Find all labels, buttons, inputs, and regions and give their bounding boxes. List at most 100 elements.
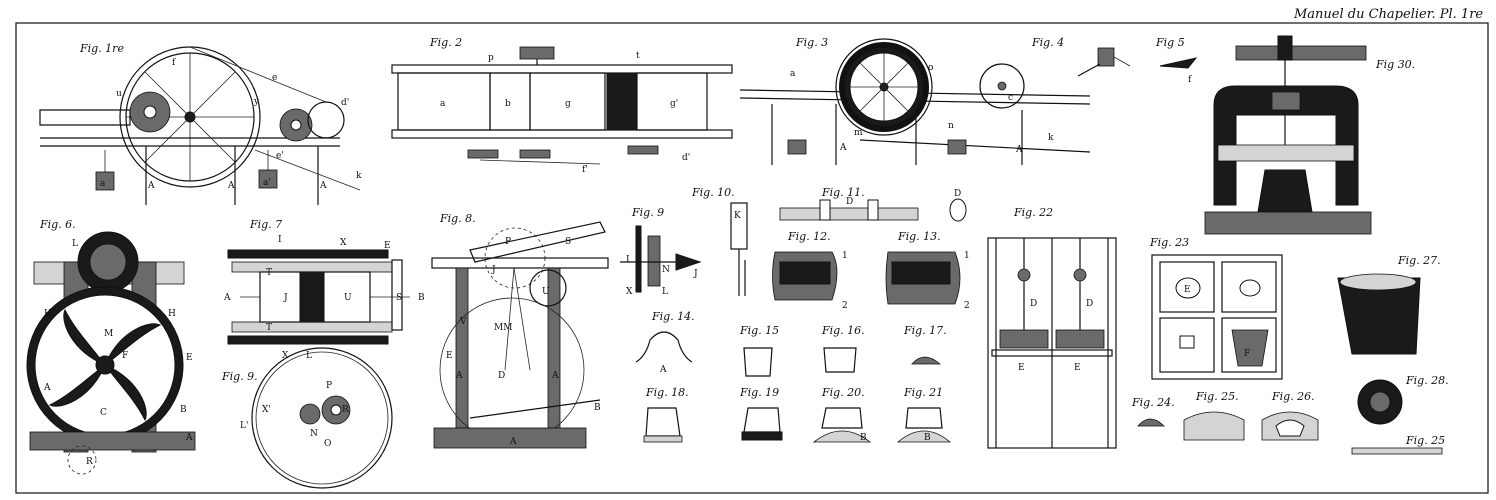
letter-g: g	[565, 99, 571, 109]
plate-header: Manuel du Chapelier. Pl. 1re	[1293, 7, 1483, 22]
fig-label: Fig. 15	[739, 324, 779, 337]
figure-26: Fig. 26.	[1261, 390, 1319, 441]
letter-D: D	[498, 371, 505, 381]
figure-25: Fig. 25.	[1183, 390, 1245, 441]
fig-label: Fig. 11.	[821, 186, 865, 199]
figure-27: Fig. 27.	[1337, 254, 1441, 355]
figure-11: Fig. 11. D D	[779, 186, 967, 222]
letter-e: e	[272, 73, 277, 83]
figure-10: Fig. 10. K	[691, 186, 748, 296]
fig-label: Fig. 13.	[897, 230, 941, 243]
fig-label: Fig. 16.	[821, 324, 865, 337]
fig-label: Fig. 8.	[439, 212, 476, 225]
letter-B: B	[860, 433, 867, 443]
figure-21: Fig. 21 B	[896, 386, 952, 443]
fig-label: Fig. 27.	[1397, 254, 1441, 267]
letter-dp: d'	[682, 153, 690, 163]
figure-4: Fig. 4	[1031, 36, 1131, 77]
letter-D: D	[1030, 299, 1037, 309]
letter-A: A	[227, 181, 235, 191]
fig-label: Fig. 4	[1031, 36, 1064, 49]
letter-a: a	[440, 99, 446, 109]
letter-E: E	[186, 353, 193, 363]
letter-one: 1	[964, 251, 970, 261]
letter-N: N	[662, 265, 670, 275]
letter-P: P	[505, 237, 511, 247]
letter-c: c	[1008, 93, 1013, 103]
letter-B: B	[180, 405, 187, 415]
figure-5: Fig 5 f	[1155, 36, 1198, 85]
figure-18: Fig. 18.	[643, 386, 689, 443]
plate-border	[15, 22, 1489, 494]
letter-H: H	[168, 309, 176, 319]
letter-a: a	[100, 179, 106, 189]
letter-E: E	[1184, 285, 1191, 295]
figure-9-gear: Fig. 9. X' P R N O L'	[221, 347, 393, 489]
letter-I: I	[626, 255, 630, 265]
fig-label: Fig. 26.	[1271, 390, 1315, 403]
fig-label: Fig. 7	[249, 218, 282, 231]
letter-E: E	[1074, 363, 1081, 373]
figure-9-axle: Fig. 9 I N J X L	[620, 206, 702, 297]
letter-a: a	[790, 69, 796, 79]
figure-20: Fig. 20. B	[812, 386, 872, 443]
letter-X: X	[340, 238, 347, 248]
letter-V: V	[459, 317, 467, 327]
letter-J: J	[491, 265, 496, 275]
letter-k: k	[1048, 133, 1054, 143]
fig-label: Fig. 1re	[79, 42, 124, 55]
letter-A: A	[455, 371, 463, 381]
letter-two: 2	[842, 301, 848, 311]
fig-label: Fig. 9.	[221, 370, 258, 383]
fig-label: Fig. 9	[631, 206, 664, 219]
figure-12: Fig. 12. 1 2	[772, 230, 848, 311]
letter-gp: g'	[670, 99, 678, 109]
letter-fp: f'	[582, 165, 588, 175]
letter-E: E	[446, 351, 453, 361]
figure-28: Fig. 28.	[1357, 374, 1449, 425]
letter-P: P	[326, 381, 332, 391]
letter-A: A	[1015, 145, 1023, 155]
letter-A: A	[319, 181, 327, 191]
figure-3: Fig. 3 a n m c o A A k	[739, 36, 1091, 165]
letter-o: o	[928, 63, 933, 73]
figure-14: Fig. 14. A	[635, 310, 695, 375]
letter-O: O	[324, 439, 331, 449]
fig-label: Fig. 19	[739, 386, 779, 399]
letter-X: X	[626, 287, 633, 297]
fig-label: Fig. 6.	[39, 218, 76, 231]
fig-label: Fig 5	[1155, 36, 1185, 49]
letter-A: A	[147, 181, 155, 191]
letter-b: b	[505, 99, 511, 109]
letter-J: J	[283, 293, 288, 303]
letter-u: u	[116, 89, 122, 99]
figure-8: Fig. 8. P S J U V MM E A D A B A	[431, 212, 609, 449]
fig-label: Fig. 23	[1149, 236, 1189, 249]
letter-A: A	[839, 143, 847, 153]
letter-L: L	[306, 351, 312, 361]
letter-R: R	[342, 405, 349, 415]
letter-L: L	[72, 239, 78, 249]
figure-23: Fig. 23 E F	[1149, 236, 1283, 380]
figure-17: Fig. 17.	[903, 324, 947, 365]
letter-B: B	[924, 433, 931, 443]
letter-K: K	[734, 211, 741, 221]
figure-30: Fig 30.	[1204, 35, 1415, 235]
letter-A: A	[551, 371, 559, 381]
fig-label: Fig. 25	[1405, 434, 1445, 447]
fig-label: Fig. 25.	[1195, 390, 1239, 403]
letter-F: F	[122, 351, 128, 361]
letter-F: F	[1244, 349, 1250, 359]
letter-A: A	[659, 365, 667, 375]
letter-T: T	[266, 323, 272, 333]
fig-label: Fig. 18.	[645, 386, 689, 399]
figure-15: Fig. 15	[739, 324, 779, 377]
fig-label: Fig. 14.	[651, 310, 695, 323]
figure-24: Fig. 24.	[1131, 396, 1175, 427]
letter-L: L	[662, 287, 668, 297]
letter-p: p	[488, 53, 494, 63]
letter-ap: a'	[263, 178, 271, 188]
letter-y: y	[253, 97, 260, 107]
letter-E: E	[384, 241, 391, 251]
